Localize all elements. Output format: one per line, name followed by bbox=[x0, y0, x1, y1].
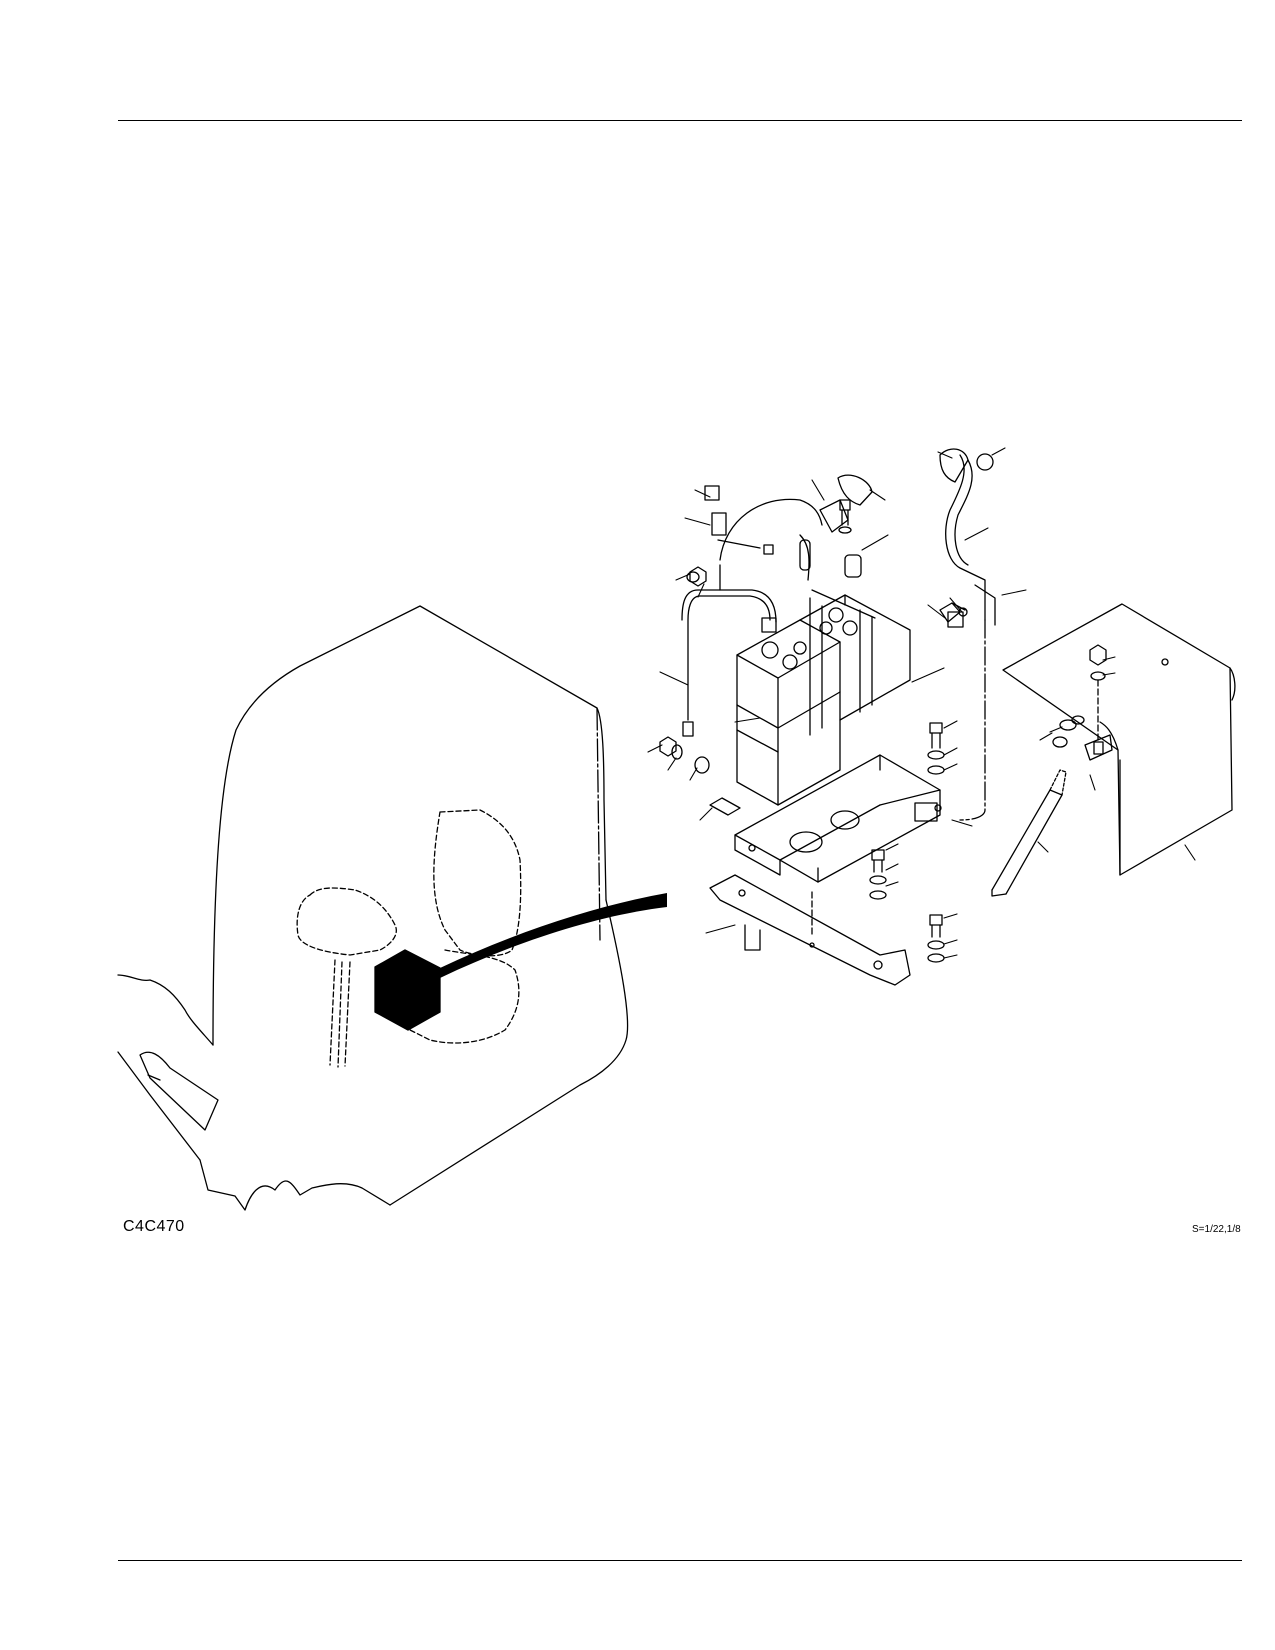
figure-code: C4C470 bbox=[123, 1218, 185, 1235]
battery-cables-icon bbox=[681, 448, 996, 821]
bolts-nuts-washers-icon bbox=[659, 499, 1107, 963]
footer-rule bbox=[118, 1560, 1242, 1561]
header-rule bbox=[118, 120, 1242, 121]
battery-tray-icon bbox=[709, 754, 942, 883]
forklift-outline-icon bbox=[117, 605, 667, 1211]
battery-cover-icon bbox=[1002, 603, 1236, 876]
scale-note: S=1/22,1/8 bbox=[1192, 1224, 1241, 1235]
battery-icon bbox=[736, 589, 911, 806]
callout-leader-lines bbox=[647, 447, 1196, 959]
mounting-bracket-icon bbox=[709, 874, 911, 986]
support-rod-icon bbox=[991, 769, 1067, 897]
